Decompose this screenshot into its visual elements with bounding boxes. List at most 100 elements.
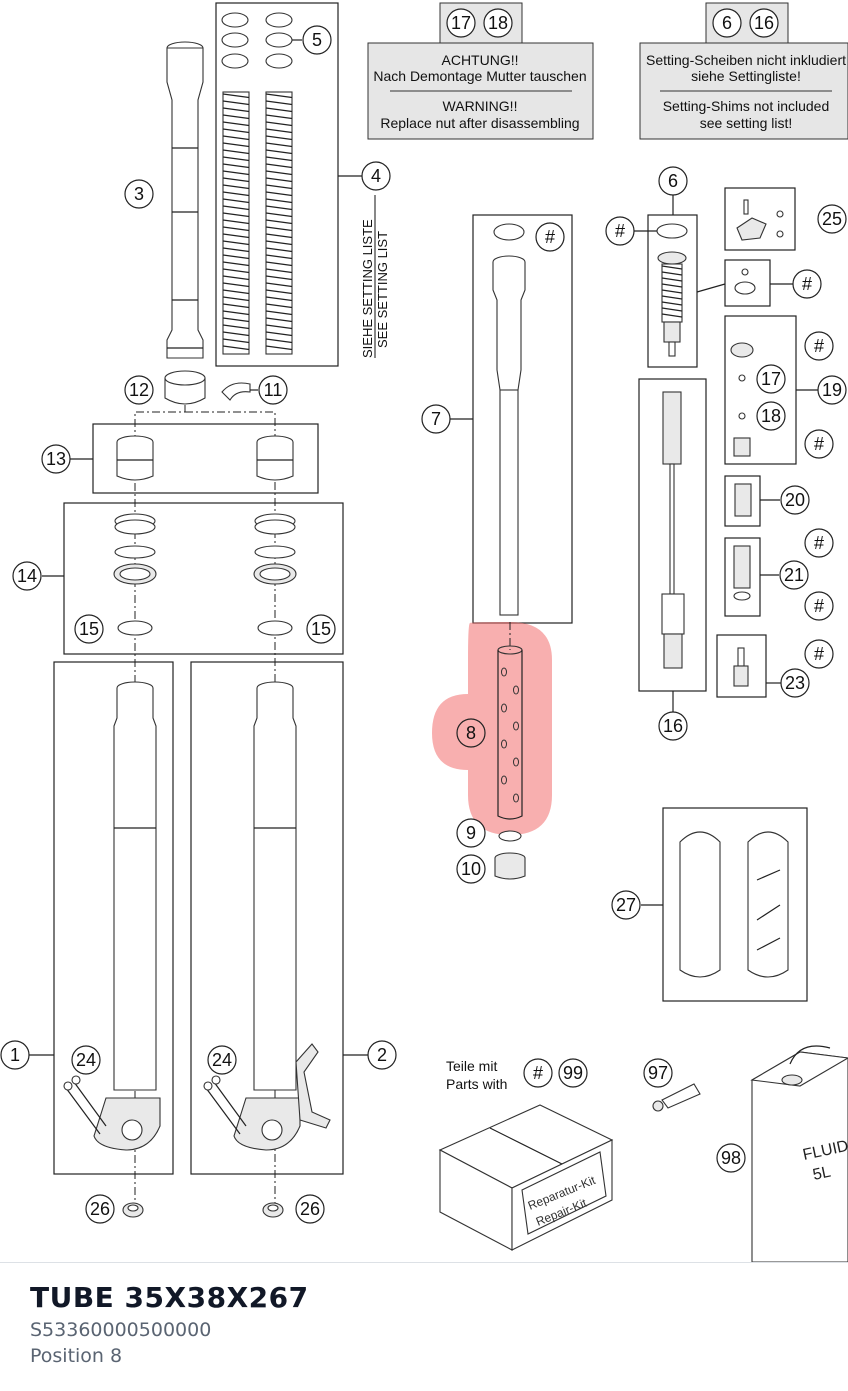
callout-18-part[interactable]: 18 xyxy=(756,401,786,431)
svg-text:7: 7 xyxy=(431,409,441,429)
callout-99[interactable]: 99 xyxy=(558,1058,588,1088)
nut-warning-notice: 17 18 ACHTUNG!! Nach Demontage Mutter ta… xyxy=(367,2,594,140)
part-3-cartridge-tube[interactable] xyxy=(166,41,204,359)
callout-26-left[interactable]: 26 xyxy=(85,1194,115,1224)
callout-6[interactable]: 6 xyxy=(658,166,688,196)
callout-15-left[interactable]: 15 xyxy=(74,614,104,644)
callout-hash-7[interactable]: # xyxy=(535,222,565,252)
part-7-piston-rod-tube[interactable] xyxy=(492,223,526,616)
part-position: Position 8 xyxy=(30,1345,123,1367)
svg-text:18: 18 xyxy=(761,406,781,426)
svg-text:26: 26 xyxy=(90,1199,110,1219)
svg-text:8: 8 xyxy=(466,723,476,743)
svg-text:25: 25 xyxy=(822,209,842,229)
part-o-ring-washer[interactable] xyxy=(734,268,756,295)
callout-12[interactable]: 12 xyxy=(124,375,154,405)
part-26-bleeder-screws[interactable] xyxy=(122,1202,284,1218)
callout-11[interactable]: 11 xyxy=(258,375,288,405)
tube-hole xyxy=(513,685,519,695)
part-11-circlip[interactable] xyxy=(221,382,251,401)
callout-3[interactable]: 3 xyxy=(124,179,154,209)
callout-4[interactable]: 4 xyxy=(361,161,391,191)
svg-text:14: 14 xyxy=(17,566,37,586)
callout-23[interactable]: 23 xyxy=(780,668,810,698)
part-25-clamp-bolts[interactable] xyxy=(736,199,784,241)
callout-hash-19b[interactable]: # xyxy=(804,429,834,459)
callout-10[interactable]: 10 xyxy=(456,854,486,884)
callout-97[interactable]: 97 xyxy=(643,1058,673,1088)
tube-hole xyxy=(501,739,507,749)
svg-text:6: 6 xyxy=(668,171,678,191)
svg-text:5: 5 xyxy=(312,30,322,50)
callout-6-notice[interactable]: 6 xyxy=(712,8,742,38)
part-21-valve[interactable] xyxy=(733,545,751,601)
part-98-fluid-can[interactable]: FLUID 5L xyxy=(750,1045,848,1262)
callout-24-right[interactable]: 24 xyxy=(207,1045,237,1075)
callout-26-right[interactable]: 26 xyxy=(295,1194,325,1224)
svg-text:1: 1 xyxy=(10,1045,20,1065)
svg-text:siehe Settingliste!: siehe Settingliste! xyxy=(691,68,801,84)
callout-20[interactable]: 20 xyxy=(780,485,810,515)
callout-27[interactable]: 27 xyxy=(611,890,641,920)
callout-hash-21b[interactable]: # xyxy=(804,591,834,621)
part-2-right-fork-leg[interactable] xyxy=(203,681,331,1151)
callout-16-notice[interactable]: 16 xyxy=(749,8,779,38)
callout-25[interactable]: 25 xyxy=(817,204,847,234)
part-16-cartridge-rod[interactable] xyxy=(661,391,685,669)
callout-98[interactable]: 98 xyxy=(716,1143,746,1173)
svg-text:SEE SETTING LIST: SEE SETTING LIST xyxy=(375,231,390,348)
part-13-fork-caps[interactable] xyxy=(116,435,294,481)
svg-text:9: 9 xyxy=(466,823,476,843)
callout-hash-6[interactable]: # xyxy=(605,216,635,246)
callout-13[interactable]: 13 xyxy=(41,444,71,474)
callout-17-part[interactable]: 17 xyxy=(756,364,786,394)
svg-text:#: # xyxy=(814,336,824,356)
callout-hash-21a[interactable]: # xyxy=(804,528,834,558)
callout-hash-25b[interactable]: # xyxy=(792,269,822,299)
callout-7[interactable]: 7 xyxy=(421,404,451,434)
svg-text:27: 27 xyxy=(616,895,636,915)
callout-hash-19a[interactable]: # xyxy=(804,331,834,361)
callout-16[interactable]: 16 xyxy=(658,711,688,741)
repair-kit-box[interactable]: Reparatur-Kit Repair-Kit xyxy=(438,1104,614,1251)
part-27-fork-guards[interactable] xyxy=(679,831,789,978)
part-23-air-valve[interactable] xyxy=(733,647,749,687)
part-4-fork-springs[interactable] xyxy=(222,91,293,355)
svg-text:#: # xyxy=(814,434,824,454)
callout-hash-99[interactable]: # xyxy=(523,1058,553,1088)
part-10-nut[interactable] xyxy=(494,852,526,880)
callout-14[interactable]: 14 xyxy=(12,561,42,591)
part-8-tube[interactable] xyxy=(497,622,523,820)
part-97-grease-tube[interactable] xyxy=(652,1083,701,1112)
part-6-compression-valve[interactable] xyxy=(656,223,688,357)
svg-text:#: # xyxy=(814,644,824,664)
callout-5[interactable]: 5 xyxy=(302,25,332,55)
callout-24-left[interactable]: 24 xyxy=(71,1045,101,1075)
part-19-valve-set[interactable] xyxy=(730,342,754,457)
svg-text:23: 23 xyxy=(785,673,805,693)
callout-19[interactable]: 19 xyxy=(817,375,847,405)
svg-text:Teile mit: Teile mit xyxy=(446,1058,497,1074)
part-15-o-rings[interactable] xyxy=(117,620,293,636)
svg-text:19: 19 xyxy=(822,380,842,400)
callout-9[interactable]: 9 xyxy=(456,818,486,848)
callout-18[interactable]: 18 xyxy=(483,8,513,38)
callout-1[interactable]: 1 xyxy=(0,1040,30,1070)
callout-8[interactable]: 8 xyxy=(456,718,486,748)
part-12-preload-adjuster[interactable] xyxy=(164,370,206,405)
part-1-left-fork-leg[interactable] xyxy=(63,681,161,1151)
callout-17[interactable]: 17 xyxy=(446,8,476,38)
callout-2[interactable]: 2 xyxy=(367,1040,397,1070)
callout-15-right[interactable]: 15 xyxy=(306,614,336,644)
svg-text:17: 17 xyxy=(761,369,781,389)
part-9-ring[interactable] xyxy=(498,830,522,842)
callout-hash-23[interactable]: # xyxy=(804,639,834,669)
svg-text:13: 13 xyxy=(46,449,66,469)
svg-text:#: # xyxy=(545,227,555,247)
part-5-spacer-rings[interactable] xyxy=(221,12,293,69)
svg-text:Setting-Scheiben nicht inkludi: Setting-Scheiben nicht inkludiert xyxy=(646,52,846,68)
part-20-spring[interactable] xyxy=(734,483,752,517)
svg-text:ACHTUNG!!: ACHTUNG!! xyxy=(442,52,519,68)
part-14-seal-kit[interactable] xyxy=(113,513,297,585)
callout-21[interactable]: 21 xyxy=(779,560,809,590)
